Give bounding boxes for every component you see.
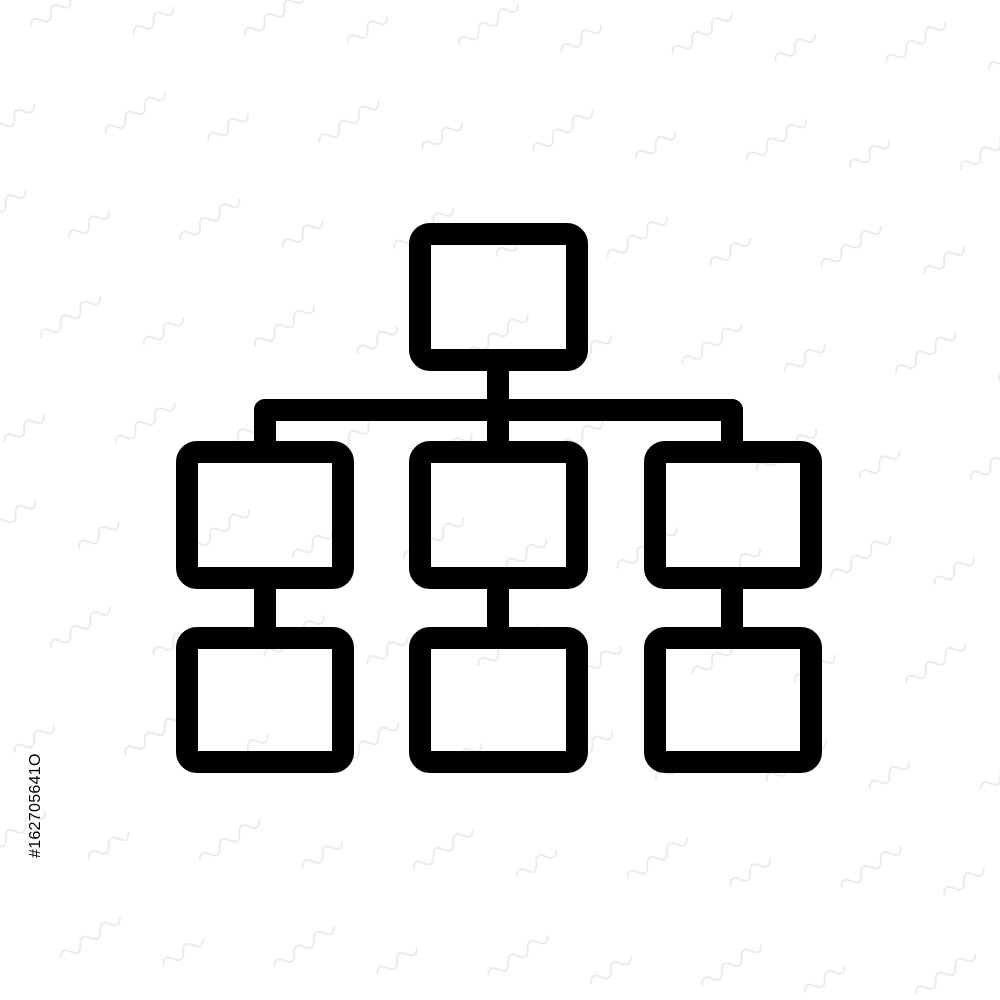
leaf-node-center <box>409 627 588 773</box>
child-node-right <box>644 441 822 589</box>
stock-id-label: #162705641O <box>27 753 44 858</box>
child-node-center <box>409 441 588 589</box>
leaf-node-right <box>644 627 822 773</box>
child-node-left <box>176 441 354 589</box>
leaf-node-left <box>176 627 354 773</box>
root-node <box>409 223 588 371</box>
